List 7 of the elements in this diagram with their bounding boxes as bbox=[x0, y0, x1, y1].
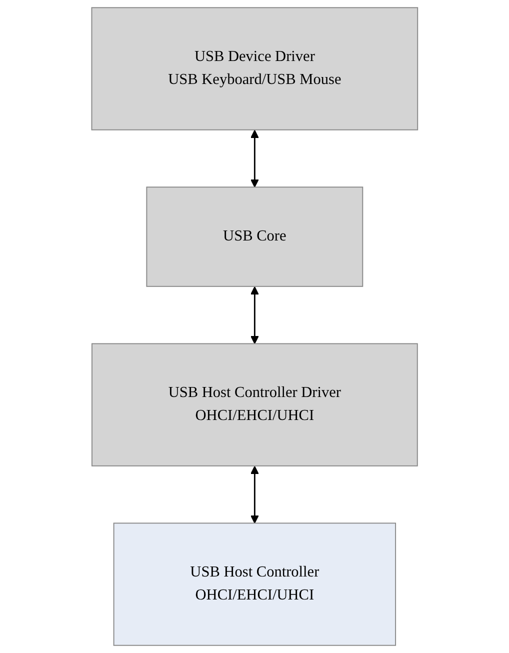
node-box: USB Host Controller OHCI/EHCI/UHCI bbox=[113, 522, 396, 646]
node-box: USB Device Driver USB Keyboard/USB Mouse bbox=[91, 7, 418, 130]
node-box: USB Core bbox=[146, 186, 363, 287]
arrow bbox=[250, 466, 259, 524]
node-box: USB Host Controller Driver OHCI/EHCI/UHCI bbox=[91, 343, 418, 466]
arrow bbox=[250, 286, 259, 344]
arrow bbox=[250, 130, 259, 188]
